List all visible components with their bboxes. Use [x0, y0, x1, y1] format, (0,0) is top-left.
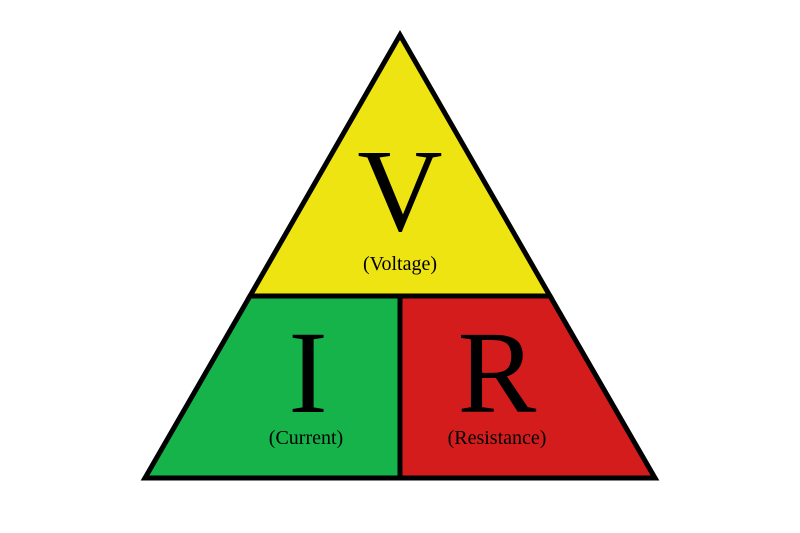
- resistance-symbol: R: [458, 307, 537, 438]
- current-section: [140, 293, 403, 481]
- voltage-label: (Voltage): [363, 253, 437, 275]
- resistance-label: (Resistance): [448, 427, 547, 449]
- resistance-section: [397, 293, 660, 481]
- voltage-symbol: V: [357, 125, 442, 256]
- current-symbol: I: [288, 307, 327, 438]
- current-label: (Current): [269, 427, 343, 449]
